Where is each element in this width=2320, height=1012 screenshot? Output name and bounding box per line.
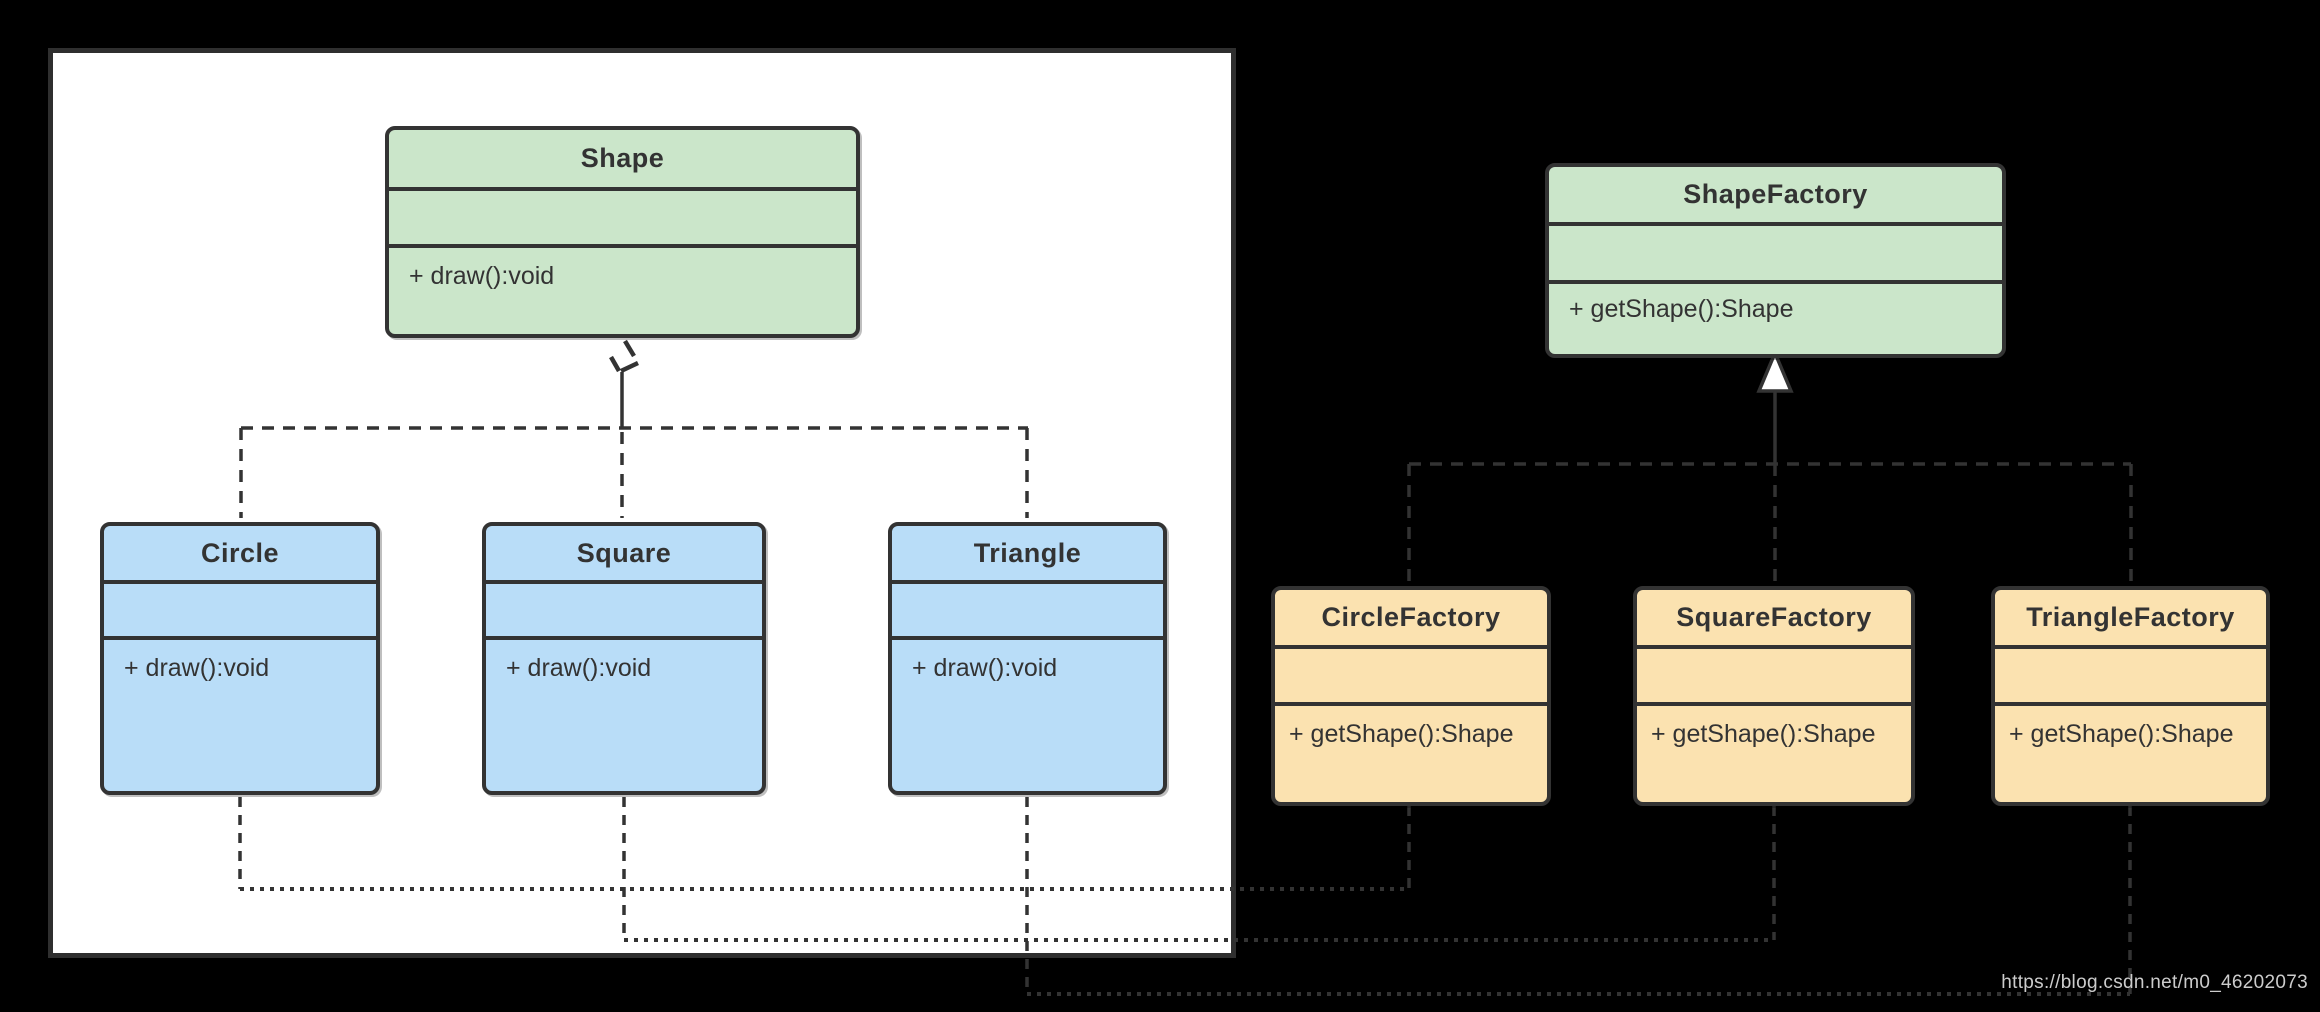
class-title: Triangle [973, 537, 1082, 568]
class-method: + getShape():Shape [1637, 702, 1911, 802]
class-box-circlefactory: CircleFactory + getShape():Shape [1271, 586, 1551, 806]
watermark-url: https://blog.csdn.net/m0_46202073 [2001, 972, 2308, 993]
class-box-triangle: Triangle + draw():void [888, 522, 1167, 795]
class-method: + draw():void [104, 636, 376, 791]
class-title: Shape [580, 143, 665, 173]
class-box-trianglefactory: TriangleFactory + getShape():Shape [1991, 586, 2270, 806]
class-fields [892, 580, 1163, 636]
class-fields [1549, 222, 2002, 280]
class-fields [1275, 645, 1547, 702]
class-box-shapefactory: ShapeFactory + getShape():Shape [1545, 163, 2006, 358]
class-fields [1995, 645, 2266, 702]
class-box-squarefactory: SquareFactory + getShape():Shape [1633, 586, 1915, 806]
class-title: Circle [200, 537, 280, 568]
class-method: + draw():void [892, 636, 1163, 791]
class-method: + draw():void [486, 636, 762, 791]
class-fields [1637, 645, 1911, 702]
class-fields [104, 580, 376, 636]
class-box-square: Square + draw():void [482, 522, 766, 795]
realization-lines-factory [1407, 348, 2133, 582]
class-box-shape: Shape + draw():void [385, 126, 860, 338]
class-title: CircleFactory [1321, 602, 1501, 632]
class-fields [389, 187, 856, 244]
class-title: ShapeFactory [1683, 179, 1868, 209]
class-method: + draw():void [389, 244, 856, 334]
class-method: + getShape():Shape [1275, 702, 1547, 802]
class-title: Square [576, 537, 672, 568]
class-title: SquareFactory [1676, 602, 1872, 632]
inheritance-arrow-icon [1756, 348, 1794, 393]
class-method: + getShape():Shape [1549, 280, 2002, 354]
class-method: + getShape():Shape [1995, 702, 2266, 802]
class-fields [486, 580, 762, 636]
class-title: TriangleFactory [2026, 602, 2235, 632]
class-box-circle: Circle + draw():void [100, 522, 380, 795]
